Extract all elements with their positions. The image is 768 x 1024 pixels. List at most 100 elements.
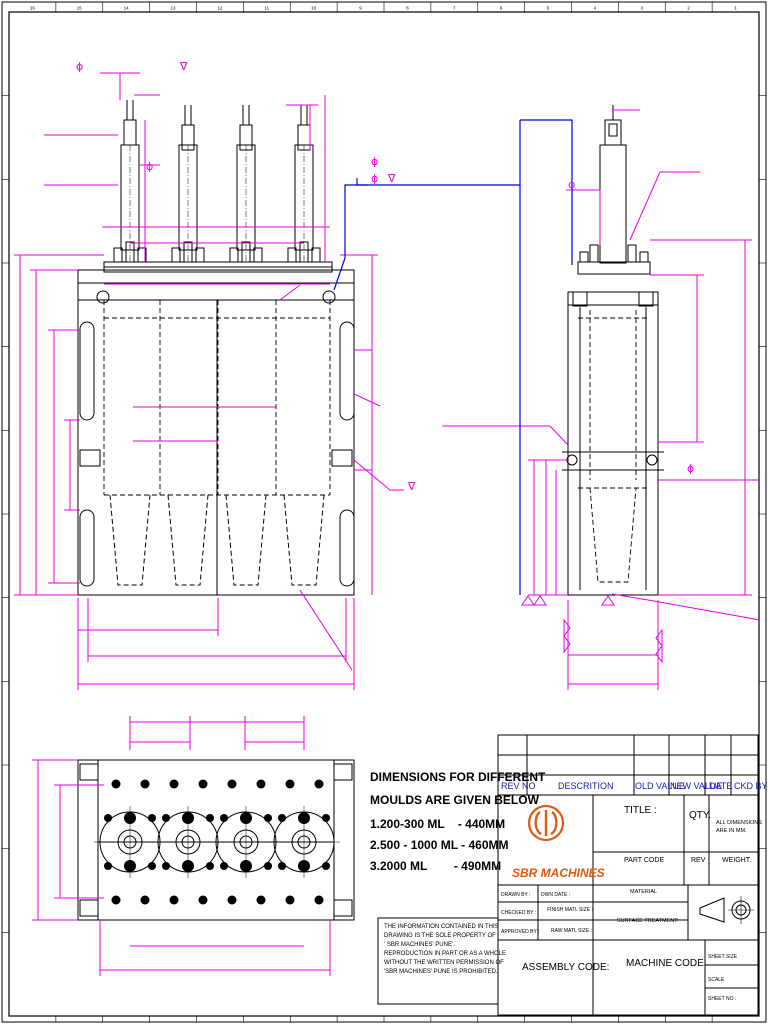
title-block: REV NO DESCRITION OLD VALUE NEW VALUE DA… [497, 734, 768, 1016]
ruler-label: 11 [264, 6, 269, 11]
material-label: MATERIAL [630, 889, 657, 895]
cavity-plan [210, 806, 282, 878]
property-line-3: ' SBR MACHINES' PUNE'. [384, 942, 455, 948]
bolt-hole [169, 895, 179, 905]
dwn-date-label: DWN DATE : [541, 892, 570, 898]
cavity-plan [94, 806, 166, 878]
ruler-label: 9 [359, 6, 362, 11]
bolt-hole [285, 895, 295, 905]
ruler-label: 4 [594, 6, 597, 11]
front-cavities [109, 100, 325, 586]
date-header: DATE [709, 781, 732, 791]
assembly-code-label: ASSEMBLY CODE: [522, 962, 609, 973]
ruler-label: 14 [124, 6, 130, 11]
property-line-2: DRAWING IS THE SOLE PROPERTY OF [384, 933, 496, 939]
phi-symbol: ϕ [371, 172, 378, 185]
rev-label: REV [691, 857, 706, 864]
rev-no-header: REV NO [501, 781, 536, 791]
bolt-hole [111, 779, 121, 789]
bolt-hole [198, 779, 208, 789]
old-value-header: OLD VALUE [635, 781, 685, 791]
scale-label: SCALE [708, 977, 725, 983]
ruler-label: 1 [734, 6, 737, 11]
ruler-label: 5 [547, 6, 550, 11]
blue-bracket [356, 178, 368, 186]
phi-symbol: ϕ [371, 155, 378, 168]
property-line-1: THE INFORMATION CONTAINED IN THIS [384, 924, 499, 930]
dimension-lines [14, 72, 761, 976]
note-title-line2: MOULDS ARE GIVEN BELOW [370, 793, 540, 807]
ruler-label: 12 [217, 6, 223, 11]
bolt-hole [256, 779, 266, 789]
bolt-hole [285, 779, 295, 789]
bolt-hole [227, 895, 237, 905]
all-dims-line1: ALL DIMENSIONS [716, 820, 762, 826]
phi-symbol: ϕ [76, 60, 83, 73]
phi-symbol: ϕ [568, 178, 575, 191]
bolt-hole [256, 895, 266, 905]
cavity-plan [268, 806, 340, 878]
bolt-hole [169, 779, 179, 789]
note-size-2: 2.500 - 1000 ML - 460MM [370, 838, 509, 852]
ruler-label: 2 [687, 6, 690, 11]
ruler-label: 16 [30, 6, 36, 11]
bolt-hole [111, 895, 121, 905]
bolt-hole [198, 895, 208, 905]
company-name: SBR MACHINES [512, 866, 605, 880]
approved-by-label: APPROVED BY : [501, 929, 540, 935]
surface-treatment-label: SURFACE TREATMENT: [617, 918, 679, 924]
ruler-label: 6 [500, 6, 503, 11]
ruler-label: 15 [77, 6, 83, 11]
raw-matl-label: RAW MATL SIZE : [551, 928, 592, 934]
blue-leader-front [333, 184, 520, 291]
property-line-5: WITHOUT THE WRITTEN PERMISSION OF [384, 960, 504, 966]
mould-dimensions-note: DIMENSIONS FOR DIFFERENT MOULDS ARE GIVE… [370, 770, 546, 873]
new-value-header: NEW VALUE [670, 781, 722, 791]
front-view [77, 261, 355, 596]
ruler-label: 10 [311, 6, 317, 11]
note-size-1: 1.200-300 ML - 440MM [370, 817, 505, 831]
machine-code-label: MACHINE CODE: [626, 958, 707, 969]
cavity-pin [109, 100, 151, 586]
note-title-line1: DIMENSIONS FOR DIFFERENT [370, 770, 546, 784]
note-size-3: 3.2000 ML - 490MM [370, 859, 501, 873]
ruler-label: 13 [171, 6, 177, 11]
ruler-label: 3 [641, 6, 644, 11]
bolt-hole [140, 895, 150, 905]
weight-label: WEIGHT. [722, 857, 751, 864]
ruler-label: 8 [406, 6, 409, 11]
projection-symbol [699, 896, 754, 924]
qty-label: QTY. [689, 810, 711, 821]
ruler-label: 7 [453, 6, 456, 11]
phi-symbol: ϕ [687, 462, 694, 475]
phi-symbol: ϕ [146, 160, 153, 173]
sheet-size-label: SHEET SIZE [708, 954, 738, 960]
side-view [521, 105, 664, 606]
drawn-by-label: DRAWN BY : [501, 892, 530, 898]
cavity-pin [167, 105, 209, 586]
property-line-6: 'SBR MACHINES' PUNE IS PROHIBITED. [384, 969, 498, 975]
plan-cavities [94, 779, 340, 905]
cavity-plan [152, 806, 224, 878]
bolt-hole [314, 895, 324, 905]
finish-matl-label: FINISH MATL SIZE : [547, 907, 593, 913]
blue-leader-side [520, 119, 573, 258]
side-body [567, 291, 659, 596]
title-label: TITLE : [624, 805, 657, 816]
sheet-no-label: SHEET NO : [708, 996, 736, 1002]
bolt-hole [140, 779, 150, 789]
nabla-symbol: ∇ [179, 60, 188, 73]
plan-body [77, 759, 355, 921]
bolt-hole [314, 779, 324, 789]
bolt-hole [227, 779, 237, 789]
sbr-logo: SBR MACHINES [512, 804, 605, 880]
all-dims-line2: ARE IN MM. [716, 828, 747, 834]
property-note: THE INFORMATION CONTAINED IN THIS DRAWIN… [377, 917, 506, 1005]
description-header: DESCRITION [558, 781, 614, 791]
cavity-pin [283, 105, 325, 586]
nabla-symbol: ∇ [387, 172, 396, 185]
part-code-label: PART CODE [624, 857, 664, 864]
cavity-pin [225, 105, 267, 586]
